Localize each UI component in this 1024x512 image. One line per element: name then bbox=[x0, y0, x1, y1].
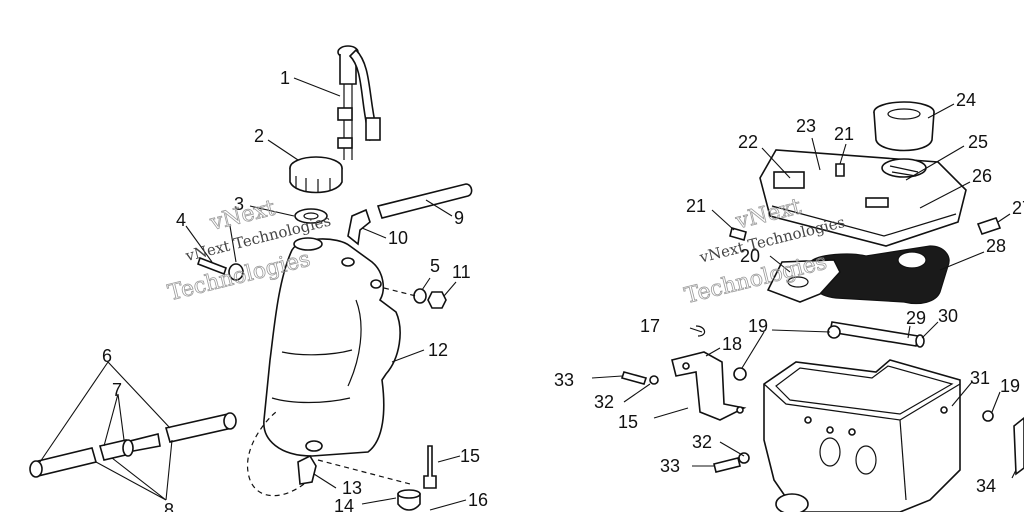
screw-part bbox=[423, 445, 437, 489]
gasket-part bbox=[294, 208, 328, 224]
tube-rail-part bbox=[829, 321, 919, 347]
gasket-part bbox=[766, 259, 841, 303]
callout-label: 17 bbox=[640, 316, 660, 336]
nut-part bbox=[733, 367, 747, 381]
clip-part bbox=[1013, 416, 1024, 476]
filter-ring-part bbox=[873, 101, 935, 152]
callout-label: 19 bbox=[1000, 376, 1020, 396]
callout-label: 20 bbox=[740, 246, 760, 266]
callout-label: 12 bbox=[428, 340, 448, 360]
callout-label: 21 bbox=[834, 124, 854, 144]
callout-label: 14 bbox=[334, 496, 354, 512]
callout-label: 30 bbox=[938, 306, 958, 326]
washer-part bbox=[649, 375, 659, 385]
pin-part bbox=[695, 325, 706, 337]
fuel-line-part bbox=[29, 412, 237, 478]
callout-label: 33 bbox=[660, 456, 680, 476]
callout-label: 9 bbox=[454, 208, 464, 228]
callout-label: 4 bbox=[176, 210, 186, 230]
callout-labels-left: 1 2 3 4 5 6 7 8 9 10 11 12 13 14 15 16 bbox=[102, 68, 488, 512]
fuel-cap-part bbox=[289, 156, 343, 194]
callout-label: 28 bbox=[986, 236, 1006, 256]
callout-label: 22 bbox=[738, 132, 758, 152]
fuel-filter-part bbox=[98, 433, 161, 461]
callout-label: 18 bbox=[722, 334, 742, 354]
callout-label: 7 bbox=[112, 380, 122, 400]
callout-label: 34 bbox=[976, 476, 996, 496]
fuel-sender-part bbox=[337, 45, 381, 160]
nut-part bbox=[427, 291, 447, 309]
outlet-fitting-part bbox=[297, 454, 317, 485]
callout-labels-right: 17 18 19 15 33 32 32 33 20 21 22 23 21 2… bbox=[554, 90, 1024, 496]
callout-label: 21 bbox=[686, 196, 706, 216]
nut-part bbox=[982, 410, 994, 422]
callout-label: 11 bbox=[452, 262, 471, 282]
callout-label: 25 bbox=[968, 132, 988, 152]
callout-label: 10 bbox=[388, 228, 408, 248]
callout-label: 15 bbox=[460, 446, 480, 466]
callout-label: 23 bbox=[796, 116, 816, 136]
bracket-part bbox=[671, 351, 747, 421]
callout-label: 32 bbox=[594, 392, 614, 412]
callout-label: 15 bbox=[618, 412, 638, 432]
bolt-part bbox=[713, 457, 741, 473]
fitting-part bbox=[976, 217, 1002, 235]
callout-label: 32 bbox=[692, 432, 712, 452]
fuel-tank-assembly bbox=[29, 45, 473, 511]
airbox-assembly bbox=[591, 101, 1024, 512]
callout-label: 26 bbox=[972, 166, 992, 186]
callout-label: 29 bbox=[906, 308, 926, 328]
callout-label: 19 bbox=[748, 316, 768, 336]
callout-label: 31 bbox=[970, 368, 990, 388]
callout-label: 2 bbox=[254, 126, 264, 146]
bolt-washer-part bbox=[196, 256, 244, 281]
callout-label: 1 bbox=[280, 68, 290, 88]
bolt-part bbox=[620, 371, 648, 385]
callout-label: 3 bbox=[234, 194, 244, 214]
vent-hose-part bbox=[376, 183, 473, 219]
callout-label: 27 bbox=[1012, 198, 1024, 218]
callout-label: 24 bbox=[956, 90, 976, 110]
callout-label: 5 bbox=[430, 256, 440, 276]
washer-part bbox=[738, 452, 750, 464]
callout-label: 8 bbox=[164, 500, 174, 512]
callout-label: 13 bbox=[342, 478, 362, 498]
airbox-body-part bbox=[763, 359, 961, 512]
grommet-part bbox=[413, 288, 427, 304]
elbow-fitting-part bbox=[347, 208, 371, 246]
callout-label: 6 bbox=[102, 346, 112, 366]
callout-label: 33 bbox=[554, 370, 574, 390]
screw-part bbox=[835, 163, 845, 177]
callout-label: 16 bbox=[468, 490, 488, 510]
screw-part bbox=[729, 227, 747, 241]
